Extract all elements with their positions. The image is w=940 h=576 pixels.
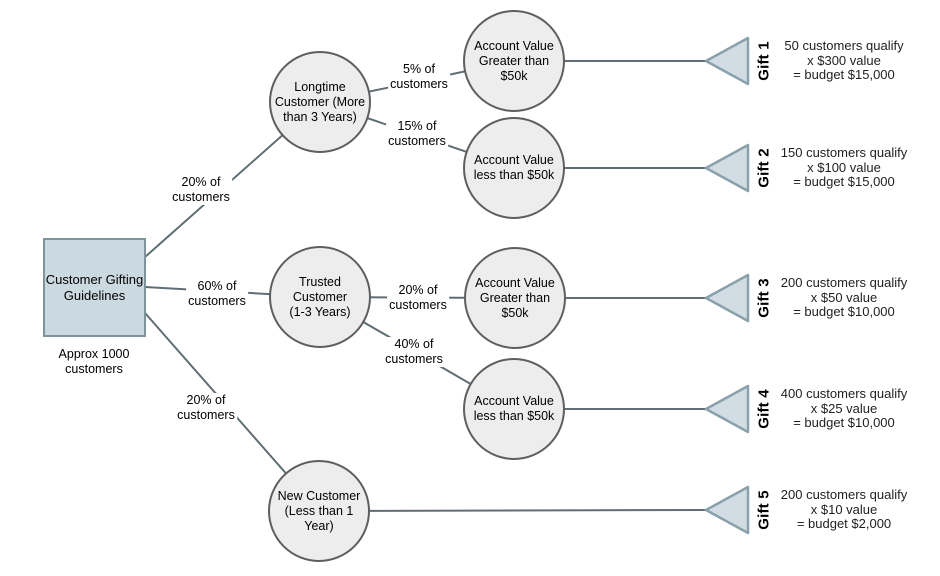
gift-4-detail: 400 customers qualify x $25 value = budg… xyxy=(780,386,908,430)
gift-2-triangle xyxy=(704,143,750,193)
edge-label-trusted-gt50k: 20% of customers xyxy=(387,283,449,313)
edge-label-longtime-gt50k: 5% of customers xyxy=(388,62,450,92)
node-account-gt-50k-trusted: Account Value Greater than $50k xyxy=(464,247,566,349)
node-account-lt-50k-trusted: Account Value less than $50k xyxy=(463,358,565,460)
gift-5-triangle xyxy=(704,485,750,535)
edge-label-longtime-lt50k: 15% of customers xyxy=(386,119,448,149)
node-label: Trusted Customer (1-3 Years) xyxy=(289,274,351,319)
node-label: Account Value Greater than $50k xyxy=(474,38,554,83)
node-customer-gifting-guidelines: Customer Gifting Guidelines xyxy=(43,238,146,337)
gift-1-detail: 50 customers qualify x $300 value = budg… xyxy=(784,38,904,82)
node-account-lt-50k-longtime: Account Value less than $50k xyxy=(463,117,565,219)
gift-3-triangle xyxy=(704,273,750,323)
node-trusted-customer: Trusted Customer (1-3 Years) xyxy=(269,246,371,348)
node-label: Account Value less than $50k xyxy=(473,153,555,182)
gift-3-detail: 200 customers qualify x $50 value = budg… xyxy=(780,275,908,319)
edge-label-root-longtime: 20% of customers xyxy=(170,175,232,205)
node-label: Account Value Greater than $50k xyxy=(475,275,555,320)
gift-5-detail: 200 customers qualify x $10 value = budg… xyxy=(780,487,908,531)
node-label: Account Value less than $50k xyxy=(473,394,555,423)
gift-4-triangle xyxy=(704,384,750,434)
node-label: New Customer (Less than 1 Year) xyxy=(277,488,361,533)
edge-label-root-trusted: 60% of customers xyxy=(186,279,248,309)
edge-new-customer-gift5 xyxy=(318,509,708,512)
root-caption: Approx 1000 customers xyxy=(58,347,130,376)
gift-2-detail: 150 customers qualify x $100 value = bud… xyxy=(780,145,908,189)
edge-label-root-new-customer: 20% of customers xyxy=(175,393,237,423)
node-new-customer: New Customer (Less than 1 Year) xyxy=(268,460,370,562)
node-account-gt-50k-longtime: Account Value Greater than $50k xyxy=(463,10,565,112)
node-label: Customer Gifting Guidelines xyxy=(45,271,144,303)
node-longtime-customer: Longtime Customer (More than 3 Years) xyxy=(269,51,371,153)
gift-1-triangle xyxy=(704,36,750,86)
node-label: Longtime Customer (More than 3 Years) xyxy=(274,79,366,124)
edge-label-trusted-lt50k: 40% of customers xyxy=(383,337,445,367)
